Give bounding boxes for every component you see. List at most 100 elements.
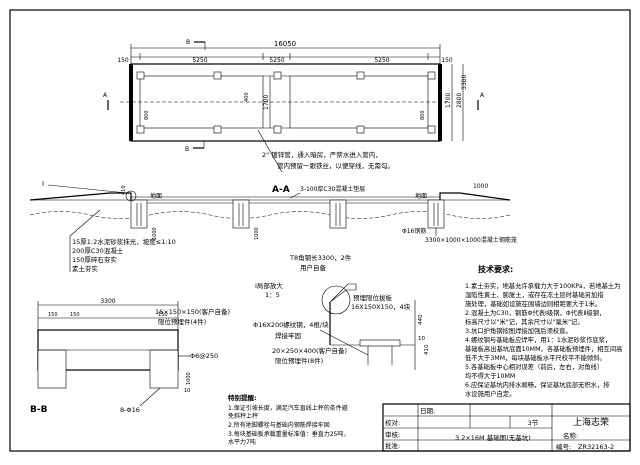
- tech-item: 施处理，基础如设施在围墙边则相距要大于1米。: [465, 299, 601, 308]
- tech-item: 3.坑口护角钢按图焊接加强后须校直。: [465, 326, 572, 335]
- bb-rebar-label: 8-Φ16: [120, 406, 140, 414]
- tech-item: 5.各基础板中心相对误差（前后，左右，对角线）: [465, 362, 603, 371]
- plan-pit-right: [289, 75, 429, 129]
- detail-embed-plate: [359, 339, 401, 347]
- plan-end-wall-left: [129, 64, 133, 141]
- bb-bar-label: Φ6@250: [190, 352, 218, 360]
- layer-note: 150厚碎石夯实: [72, 255, 117, 264]
- plan-dim-800-right: 800: [420, 110, 426, 120]
- plan-dim-1700-left: 1700: [263, 95, 270, 110]
- dim-410-aa: 410: [121, 185, 127, 195]
- bb-plate-note-2: 限位预埋件(4件): [158, 317, 206, 326]
- bb-dim-150-c: 150: [158, 312, 168, 318]
- company-name: 上海志荣: [573, 416, 609, 428]
- plan-section-b-bottom: B: [185, 146, 189, 153]
- detail-plate-bottom-1: 20×250×400(客户自备): [272, 346, 347, 355]
- section-aa-title: A-A: [272, 185, 290, 195]
- dim-440: 440: [418, 314, 424, 325]
- tech-item: 标高尺寸以"米"记，其余尺寸以"毫米"记。: [465, 317, 584, 326]
- mark-i: I: [42, 180, 44, 188]
- detail-rebar-label-1: Φ16X200螺纹钢，4根/块: [253, 320, 329, 329]
- bb-dim-150-a: 150: [48, 312, 58, 318]
- date-label: 日期:: [420, 407, 435, 415]
- tech-item: 基础板高出基坑底面10MM，各基础板预埋件，相互间高: [465, 344, 622, 353]
- plan-plates: [136, 71, 436, 134]
- dim-1000-aa-right: 1000: [473, 183, 488, 190]
- dim-410-detail: 410: [424, 344, 430, 355]
- section-bb-title: B-B: [30, 405, 48, 415]
- detail-top-note-2: 用户自备: [300, 263, 327, 272]
- plan-outline: [130, 63, 441, 142]
- reminder-item: 免斜秤上秤: [228, 412, 258, 420]
- bb-dim-1000: 1000: [186, 372, 192, 385]
- tech-item: 6.应保证基坑内排水顺畅，保证基坑底部无积水，排: [465, 380, 610, 389]
- tech-item: 均不得大于10MM: [465, 371, 515, 380]
- bb-plate-note-1: 16×150×150(客户自备): [155, 307, 230, 316]
- section-aa-piles: [130, 199, 445, 229]
- ground-label-left: 地面: [150, 192, 162, 200]
- plan-dim-total: 16050: [274, 40, 296, 48]
- plan-section-a-right: A: [480, 92, 485, 99]
- bb-dim-150-b: 150: [70, 312, 80, 318]
- plan-end-wall-right: [438, 64, 442, 141]
- plan-dim-150-left: 150: [117, 57, 129, 64]
- bb-dim-10: 10: [184, 388, 190, 394]
- tech-item: 1.素土夯实，地基允许承载力大于100KPa，若地基土为: [465, 281, 620, 290]
- layer-note: 15厚1:2水泥砂浆抹光，坡度≤1:10: [72, 237, 176, 246]
- plan-dim-2800: 2800: [456, 93, 463, 108]
- count-value: 3节: [528, 419, 539, 427]
- section-bb: 3300 150 150 150 16×150×150(客户自备) 限位预埋件(…: [30, 298, 230, 415]
- reminder-item: 水平力7吨: [228, 438, 256, 446]
- approve-label: 批准:: [385, 441, 400, 450]
- bb-pile-right: [149, 349, 179, 389]
- bb-dim-3300: 3300: [100, 298, 115, 305]
- detail-title-1: Ⅰ局部放大: [255, 281, 283, 290]
- tech-heading: 技术要求:: [478, 264, 513, 274]
- tech-item: 湿陷性黄土、膨胀土，或存在冻土层时基础另加措: [465, 290, 604, 299]
- reminder-heading: 特别提醒:: [228, 393, 257, 402]
- reminder-item: 3.每块基础板承载重量标准值：垂直力25吨，: [228, 430, 349, 438]
- detail-i: T8角钢长3300，2件 用户自备 Ⅰ局部放大 1：5 预埋限位拔板 16X15…: [253, 253, 430, 370]
- tech-item: 低不大于3MM，每块基础板水平尺校平不能倾斜。: [465, 353, 606, 362]
- pipe-note-1: 2" 镀锌管，通入暗房，严禁水进入管内，: [262, 150, 382, 159]
- ground-label-right: 地面: [415, 192, 427, 200]
- drawing-title: 3.2×16M 基础图(无基坑): [455, 433, 531, 442]
- dim-1000-aa-mid: 1000: [254, 227, 260, 240]
- number-value: ZR32163-2: [578, 443, 614, 451]
- name-label: 名称:: [563, 431, 578, 440]
- reminder-item: 1.保证引坡长度，满足汽车直线上秤的条件避: [228, 404, 348, 412]
- plan-dim-400: 400: [244, 92, 250, 102]
- plan-section-a-left: A: [103, 92, 108, 99]
- tech-requirements: 技术要求: 1.素土夯实，地基允许承载力大于100KPa，若地基土为 湿陷性黄土…: [465, 264, 622, 398]
- layer-notes: 15厚1:2水泥砂浆抹光，坡度≤1:10 200厚C30混凝土 150厚碎石夯实…: [69, 209, 176, 273]
- detail-title-2: 1：5: [265, 291, 280, 299]
- title-block-frame: [382, 403, 631, 452]
- dim-10-detail: 10: [418, 336, 425, 342]
- detail-plate-bottom-2: 限位预埋件(8件): [275, 356, 323, 365]
- detail-i-circle: [125, 190, 137, 202]
- plan-dim-1700-right: 1700: [445, 93, 452, 108]
- dim-1000-aa-left: 1000: [152, 227, 158, 240]
- plan-dim-3300: 3300: [461, 75, 468, 90]
- layer-note: 素土夯实: [72, 264, 99, 273]
- pipe-note-2: 管内预留一跟铁丝，以便穿线，无需勾。: [277, 161, 394, 170]
- review-label: 审核:: [385, 430, 400, 439]
- section-aa: A-A 3-100厚C30混凝土垫层 地面 地面 I 410 1000 1000…: [29, 180, 517, 273]
- plan-dim-150-right: 150: [441, 57, 453, 64]
- check-label: 校对:: [385, 418, 400, 427]
- plan-dim-5250-a: 5250: [192, 57, 207, 64]
- plan-dim-5250-b: 5250: [269, 57, 284, 64]
- special-reminder: 特别提醒: 1.保证引坡长度，满足汽车直线上秤的条件避 免斜秤上秤 2.所有地脚…: [228, 393, 349, 446]
- plate-label-2: 16X150X150，4块: [351, 302, 411, 311]
- tech-item: 水设施用户自定。: [465, 389, 515, 398]
- precast-label: 3-100厚C30混凝土垫层: [300, 185, 365, 193]
- pad-label-aa: 3300×1000×1000混凝土钢筋笼: [425, 236, 517, 244]
- plan-dim-800-left: 800: [144, 110, 150, 120]
- plate-label-1: 预埋限位拔板: [353, 293, 393, 302]
- number-label: 编号:: [556, 442, 571, 451]
- angle-steel: [329, 283, 357, 303]
- detail-rebar-label-2: 焊接牢固: [275, 331, 301, 340]
- title-block: 日期: 校对: 审核: 批准: 3节 上海志荣 3.2×16M 基础图(无基坑)…: [382, 403, 631, 452]
